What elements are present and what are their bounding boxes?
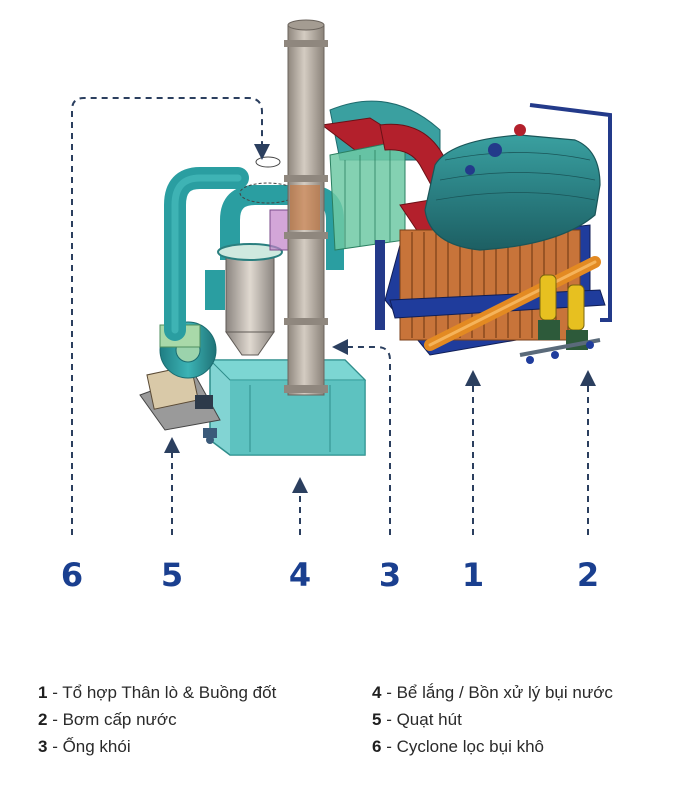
- feed-water-pumps: [519, 274, 601, 364]
- legend-left-column: 1 - Tổ hợp Thân lò & Buồng đốt 2 - Bơm c…: [38, 679, 276, 760]
- callout-number-3: 3: [378, 556, 402, 594]
- legend-item-2: 2 - Bơm cấp nước: [38, 710, 177, 729]
- legend-right-column: 4 - Bể lắng / Bồn xử lý bụi nước 5 - Quạ…: [372, 679, 613, 760]
- legend-item-5: 5 - Quạt hút: [372, 710, 462, 729]
- legend-item-6: 6 - Cyclone lọc bụi khô: [372, 737, 544, 756]
- exhaust-fan: [139, 321, 221, 444]
- legend-item-3: 3 - Ống khói: [38, 737, 131, 756]
- legend-item-1: 1 - Tổ hợp Thân lò & Buồng đốt: [38, 683, 277, 702]
- boiler-system-illustration: [71, 19, 612, 535]
- leader-line-6: [71, 97, 270, 535]
- chimney: [284, 19, 328, 396]
- legend-item-4: 4 - Bể lắng / Bồn xử lý bụi nước: [372, 683, 613, 702]
- callout-number-5: 5: [160, 556, 184, 594]
- callout-number-2: 2: [576, 556, 600, 594]
- callout-number-6: 6: [60, 556, 84, 594]
- leader-lines: [71, 97, 596, 535]
- callout-number-4: 4: [288, 556, 312, 594]
- callout-number-1: 1: [461, 556, 485, 594]
